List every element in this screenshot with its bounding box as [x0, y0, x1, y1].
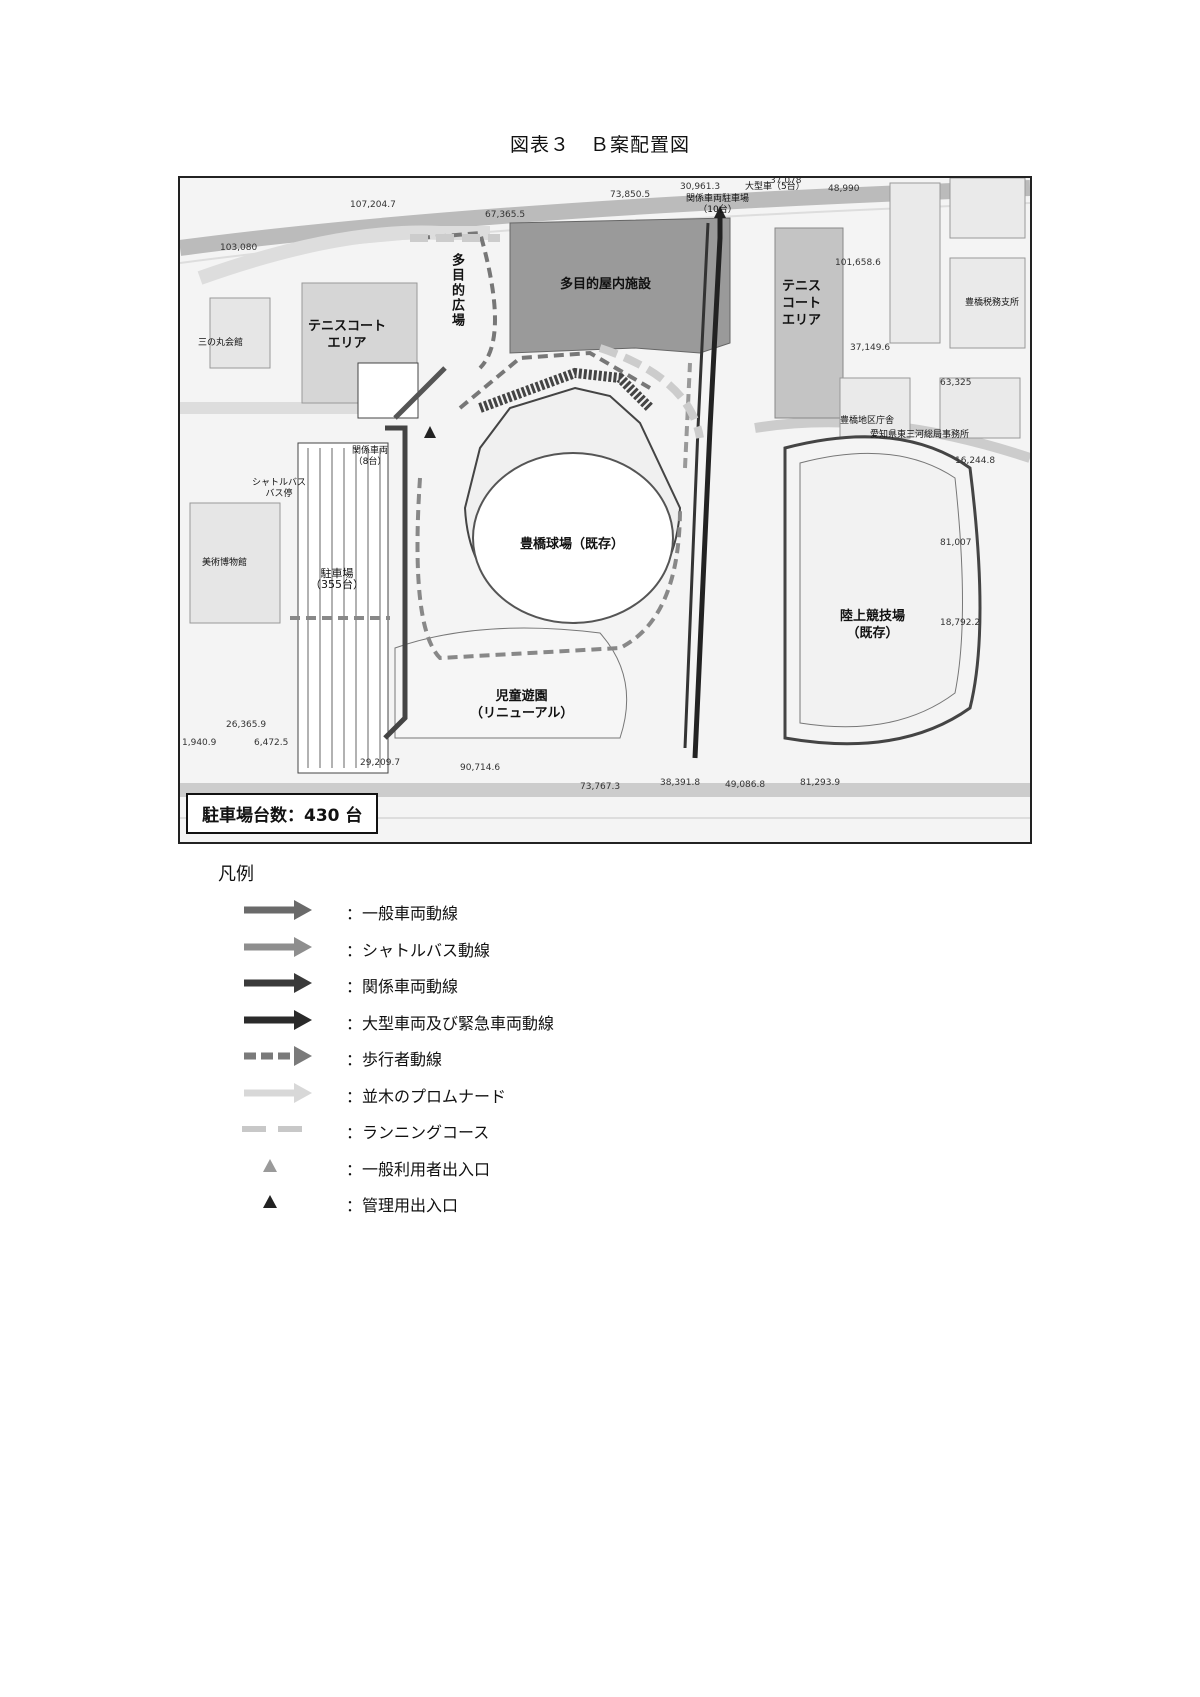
indoor-facility-label: 多目的屋内施設 [560, 277, 652, 292]
map-number: 107,204.7 [350, 200, 396, 210]
legend-symbol-icon [244, 1046, 312, 1066]
related-vehicle-parking-left-label: 関係車両 （8台） [352, 446, 389, 467]
site-layout-map: テニスコート エリア 多目的広場 多目的屋内施設 テニス コート エリア 豊橋球… [178, 176, 1032, 844]
legend-symbol-icon [244, 973, 312, 993]
legend-item-label: ：管理用出入口 [346, 1196, 459, 1215]
city-office-label: 豊橋税務支所 [965, 298, 1020, 308]
legend-item: ：一般車両動線 [240, 895, 740, 925]
map-number: 26,365.9 [226, 720, 267, 730]
map-number: 38,391.8 [660, 778, 701, 788]
legend-item: ：一般利用者出入口 [240, 1151, 740, 1181]
map-number: 48,990 [828, 184, 860, 194]
legend-item-label: ：一般車両動線 [346, 904, 459, 923]
map-number: 103,080 [220, 243, 258, 253]
map-number: 81,293.9 [800, 778, 841, 788]
map-number: 101,658.6 [835, 258, 881, 268]
district-office-label: 豊橋地区庁舎 [840, 416, 895, 426]
related-vehicle-parking-top-label: 関係車両駐車場 （10台） [686, 194, 750, 215]
legend-item-label: ：関係車両動線 [346, 977, 459, 996]
legend-item-label: ：シャトルバス動線 [346, 940, 491, 960]
legend-item: ：関係車両動線 [240, 968, 740, 998]
tennis-court-area-left-label: テニスコート エリア [308, 319, 387, 351]
legend-item-label: ：一般利用者出入口 [346, 1159, 491, 1179]
legend-item: ：管理用出入口 [240, 1187, 740, 1217]
large-bus-parking-label: 大型車（5台） [745, 182, 805, 192]
map-number: 67,365.5 [485, 210, 526, 220]
map-number: 37,149.6 [850, 343, 891, 353]
legend-symbol-icon [244, 936, 312, 957]
tennis-court-area-right-label: テニス コート エリア [782, 279, 822, 328]
legend-title: 凡例 [218, 864, 254, 885]
map-number: 37,078 [770, 176, 802, 186]
map-number: 63,325 [940, 378, 972, 388]
legend-item-label: ：大型車両及び緊急車両動線 [346, 1013, 555, 1033]
legend-symbol-icon [244, 900, 312, 920]
map-number: 49,086.8 [725, 780, 766, 790]
legend-item-label: ：歩行者動線 [346, 1050, 443, 1069]
legend-symbol-icon [242, 1126, 312, 1132]
map-number: 73,767.3 [580, 782, 621, 792]
map-number: 16,244.8 [955, 456, 996, 466]
legend-item: ：ランニングコース [240, 1114, 740, 1144]
map-number: 18,792.2 [940, 618, 981, 628]
map-number: 73,850.5 [610, 190, 651, 200]
multipurpose-plaza-label: 多目的広場 [449, 253, 464, 328]
playground-label: 児童遊園 （リニューアル） [470, 689, 574, 721]
legend-item: ：歩行者動線 [240, 1041, 740, 1071]
legend-symbol-icon [263, 1158, 277, 1172]
map-number: 1,940.9 [182, 738, 217, 748]
parking-lot-label: 駐車場 （355台） [310, 567, 364, 591]
legend-item-label: ：並木のプロムナード [346, 1086, 507, 1106]
sannomaru-hall-label: 三の丸会館 [198, 338, 244, 348]
legend-item-label: ：ランニングコース [346, 1123, 490, 1142]
map-number: 90,714.6 [460, 763, 501, 773]
museum-label: 美術博物館 [202, 558, 248, 568]
legend-item: ：並木のプロムナード [240, 1078, 740, 1108]
athletics-field-label: 陸上競技場 （既存） [840, 609, 906, 641]
map-number: 30,961.3 [680, 182, 721, 192]
shuttle-bus-stop-label: シャトルバス バス停 [252, 478, 307, 499]
parking-total-label: 駐車場台数：430 台 [186, 793, 379, 834]
pref-office-label: 愛知県東三河総局事務所 [870, 430, 970, 440]
legend-symbol-icon [244, 1009, 312, 1030]
map-number: 29,209.7 [360, 758, 401, 768]
legend-item: ：大型車両及び緊急車両動線 [240, 1005, 740, 1035]
map-drawing [180, 178, 1030, 819]
legend-symbol-icon [263, 1195, 277, 1208]
figure-title: 図表３ Ｂ案配置図 [509, 134, 690, 156]
legend-symbol-icon [244, 1082, 312, 1103]
map-number: 6,472.5 [254, 738, 289, 748]
legend-item: ：シャトルバス動線 [240, 932, 740, 962]
map-number: 81,007 [940, 538, 972, 548]
ballpark-label: 豊橋球場（既存） [520, 537, 625, 552]
